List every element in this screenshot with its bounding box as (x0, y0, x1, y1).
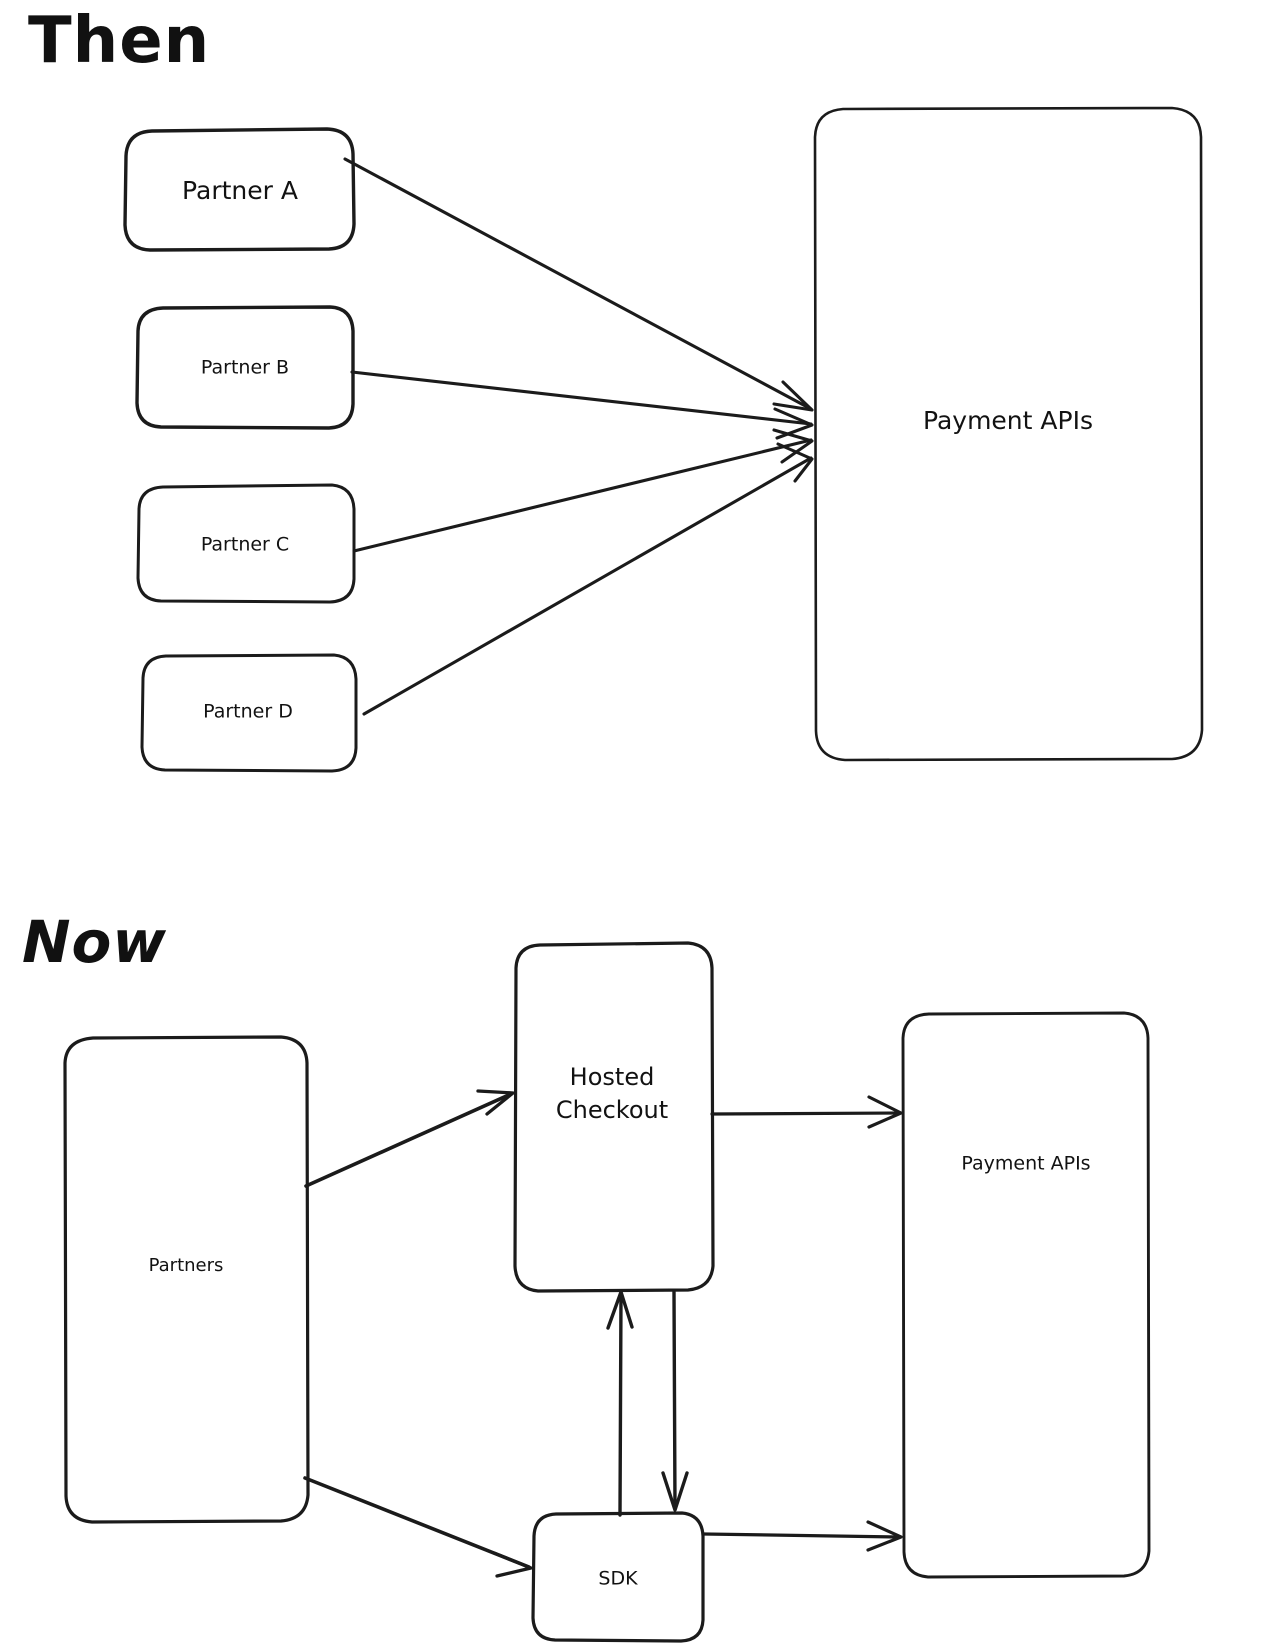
hosted-checkout-label-line2: Checkout (556, 1096, 668, 1124)
partner-a-label: Partner A (182, 176, 298, 205)
edge-partners-to-sdk (303, 1476, 533, 1578)
node-partner-a[interactable]: Partner A (123, 127, 356, 252)
partner-b-label: Partner B (201, 357, 289, 379)
sdk-box (531, 1511, 705, 1643)
partner-a-box (123, 127, 356, 252)
arrow-head-c (772, 428, 814, 464)
edge-line-partners-hc (304, 1092, 513, 1188)
partners-box (63, 1035, 310, 1524)
edge-line-partners-sdk (303, 1476, 531, 1569)
node-partner-b[interactable]: Partner B (135, 305, 355, 430)
edge-sdk-to-payment-apis (702, 1520, 903, 1552)
edge-line-sdk-api (702, 1532, 901, 1539)
edge-line-b (350, 370, 813, 426)
hosted-checkout-label-line1: Hosted (570, 1063, 655, 1091)
section-title-then: Then (28, 4, 210, 78)
edge-partner-b-to-payment-apis (350, 370, 814, 440)
edge-partners-to-hosted-checkout (304, 1089, 515, 1188)
arrow-head-sdk-hc-up (606, 1290, 634, 1330)
partner-b-box (135, 305, 355, 430)
edge-line-sdk-hc-up (618, 1292, 623, 1517)
now-payment-apis-box (901, 1011, 1151, 1579)
partner-c-box (136, 483, 356, 604)
edge-line-hc-api (710, 1111, 901, 1116)
partner-d-box (140, 653, 358, 773)
edge-line-c (352, 438, 813, 553)
partners-label: Partners (149, 1255, 224, 1276)
arrow-head-partners-hc (476, 1089, 515, 1116)
node-now-payment-apis[interactable]: Payment APIs (901, 1011, 1151, 1579)
arrow-head-partners-sdk (492, 1551, 533, 1578)
edge-partner-d-to-payment-apis (362, 442, 814, 716)
edge-line-hc-sdk-down (672, 1290, 677, 1510)
node-partner-c[interactable]: Partner C (136, 483, 356, 604)
arrow-head-hc-api (867, 1095, 903, 1129)
edge-line-a (343, 157, 813, 411)
node-partners[interactable]: Partners (63, 1035, 310, 1524)
arrow-head-sdk-api (866, 1520, 903, 1552)
now-payment-apis-label: Payment APIs (961, 1153, 1090, 1175)
arrow-head-d (776, 442, 814, 483)
section-then: Then Partner A Partner B Partner C Partn… (28, 4, 1204, 773)
arrow-head-hc-sdk-down (661, 1471, 689, 1512)
edge-hosted-checkout-to-payment-apis (710, 1095, 903, 1129)
hosted-checkout-box (513, 941, 715, 1293)
section-now: Now Partners Hosted Checkout SDK Payment… (22, 908, 1151, 1643)
node-sdk[interactable]: SDK (531, 1511, 705, 1643)
node-then-payment-apis[interactable]: Payment APIs (813, 106, 1204, 762)
edge-partner-c-to-payment-apis (352, 428, 814, 553)
edge-partner-a-to-payment-apis (343, 157, 814, 412)
edge-line-d (362, 456, 813, 716)
then-payment-apis-label: Payment APIs (923, 406, 1093, 435)
node-hosted-checkout[interactable]: Hosted Checkout (513, 941, 715, 1293)
section-title-now: Now (22, 908, 167, 976)
edge-sdk-to-hosted-checkout (606, 1290, 634, 1517)
edge-hosted-checkout-to-sdk (661, 1290, 689, 1512)
arrow-head-a (772, 380, 814, 412)
partner-d-label: Partner D (203, 701, 293, 723)
then-payment-apis-box (813, 106, 1204, 762)
node-partner-d[interactable]: Partner D (140, 653, 358, 773)
sdk-label: SDK (598, 1568, 638, 1590)
partner-c-label: Partner C (201, 534, 289, 556)
